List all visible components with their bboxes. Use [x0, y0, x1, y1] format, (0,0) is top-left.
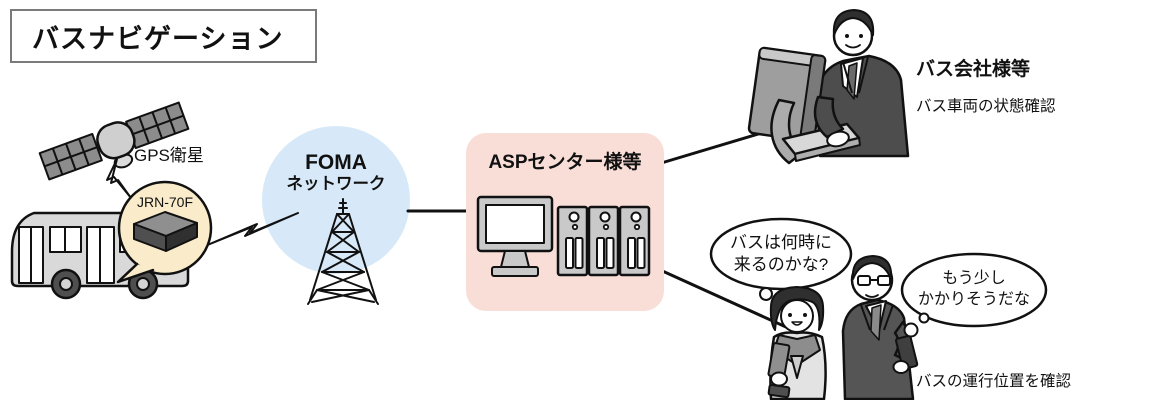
device-box-icon	[133, 211, 198, 252]
satellite-wing-left	[38, 133, 103, 181]
balloon-tail	[116, 262, 155, 284]
girl-bubble-text: バスは何時に 来るのかな?	[730, 233, 832, 275]
foma-subname: ネットワーク	[286, 175, 386, 194]
lightning-bolt-icon	[204, 212, 299, 247]
girl-cuff	[767, 383, 791, 399]
passengers-caption: バスの運行位置を確認	[916, 373, 1072, 390]
operator-sleeve	[813, 95, 845, 139]
thought-bubble-girl	[709, 217, 853, 310]
gps-satellite-illustration	[38, 101, 190, 181]
foma-network-label: FOMA ネットワーク	[261, 150, 411, 195]
operator-tie	[846, 62, 858, 100]
onboard-device-label: JRN-70F	[136, 194, 193, 210]
line-asp-to-passengers	[656, 267, 788, 329]
girl-hand	[770, 371, 788, 387]
page-title-text: バスナビゲーション	[32, 23, 284, 54]
satellite-wing-right	[125, 101, 190, 149]
asp-monitor-icon	[476, 195, 554, 277]
man-bubble-text: もう少し かかりそうだな	[917, 270, 1030, 309]
radio-tower-icon	[307, 198, 379, 305]
gps-satellite-label: GPS衛星	[134, 146, 204, 165]
bus-company-label: バス会社様等	[916, 59, 1031, 80]
bus-company-operator-illustration	[747, 9, 910, 165]
server-icon	[618, 205, 651, 277]
satellite-body	[96, 121, 136, 160]
glasses-icon	[857, 275, 891, 286]
asp-server-icons	[556, 205, 651, 277]
foma-name: FOMA	[305, 151, 367, 174]
asp-center-label: ASPセンター様等	[488, 152, 642, 173]
bus-wheel-hub	[136, 277, 150, 291]
passenger-girl-illustration	[767, 286, 827, 400]
server-icon	[587, 205, 620, 277]
girl-head	[780, 299, 814, 333]
man-hand	[892, 360, 910, 374]
man-tie	[870, 304, 882, 341]
thought-bubble-man	[900, 252, 1048, 338]
bus-company-caption: バス車両の状態確認	[916, 98, 1056, 115]
page-title: バスナビゲーション	[10, 9, 317, 63]
foma-network-circle	[262, 126, 410, 274]
girl-neckerchief	[790, 355, 804, 379]
girl-hair	[769, 286, 825, 331]
bus-wheel-hub	[59, 277, 73, 291]
server-icon	[556, 205, 589, 277]
operator-hand	[826, 130, 850, 148]
onboard-device-balloon	[116, 180, 213, 284]
operator-hair	[832, 9, 875, 36]
